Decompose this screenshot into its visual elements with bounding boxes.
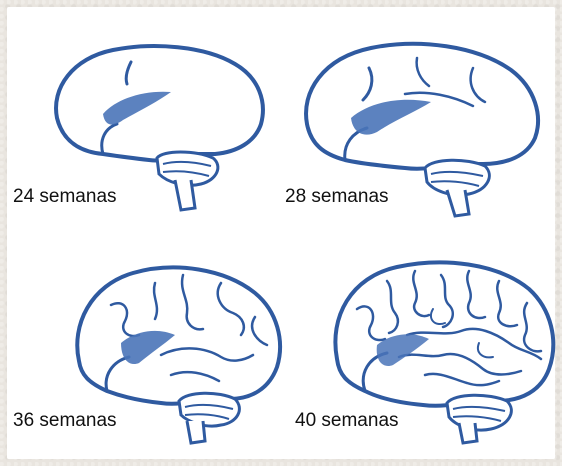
label-28-weeks: 28 semanas [283, 186, 391, 208]
label-36-weeks: 36 semanas [11, 410, 119, 432]
label-40-weeks: 40 semanas [293, 410, 401, 432]
label-24-weeks: 24 semanas [11, 186, 119, 208]
diagram-panel: 24 semanas 28 semanas [7, 7, 555, 459]
